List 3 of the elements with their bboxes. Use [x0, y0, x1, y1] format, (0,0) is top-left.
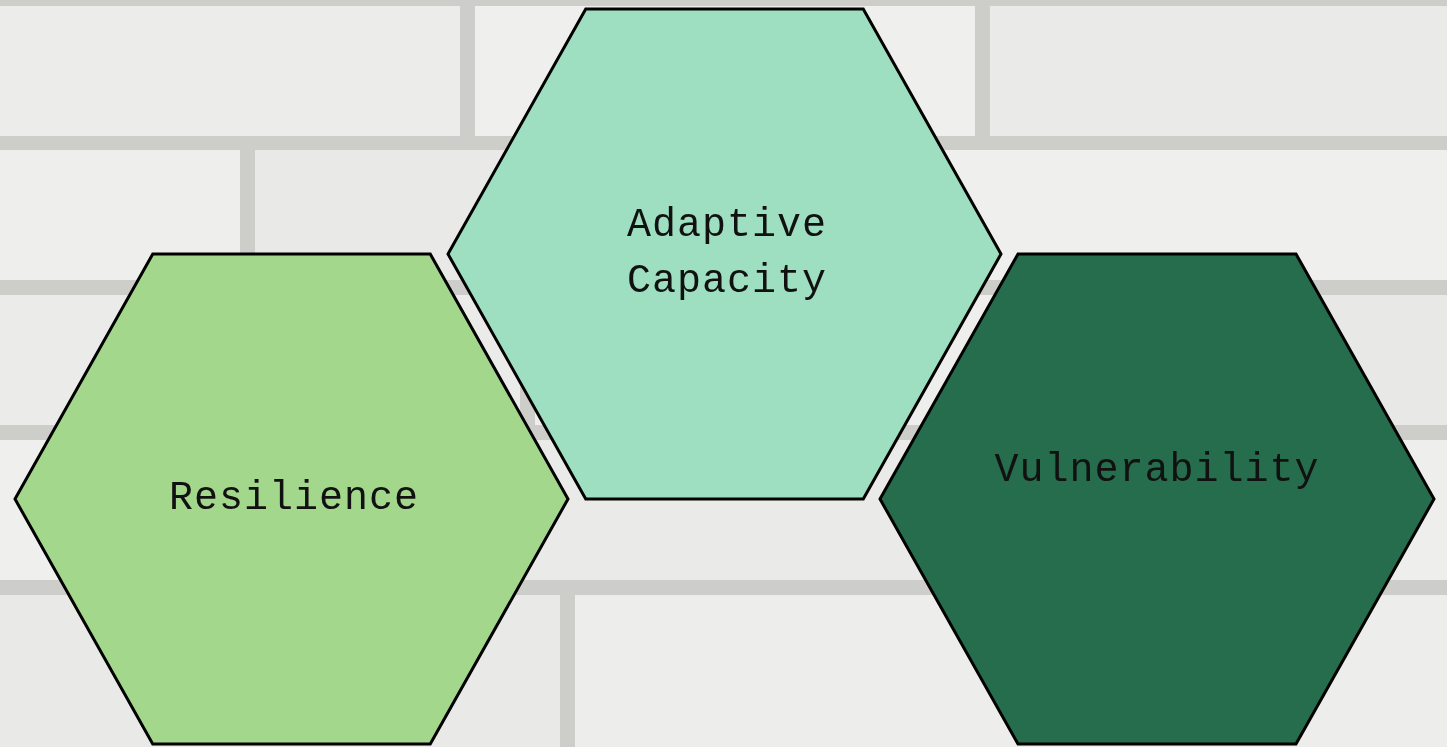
hexagon-label: Resilience	[167, 475, 420, 523]
hexagon-label: Vulnerability	[993, 447, 1321, 495]
hexagon-label: Adaptive Capacity	[626, 202, 828, 306]
